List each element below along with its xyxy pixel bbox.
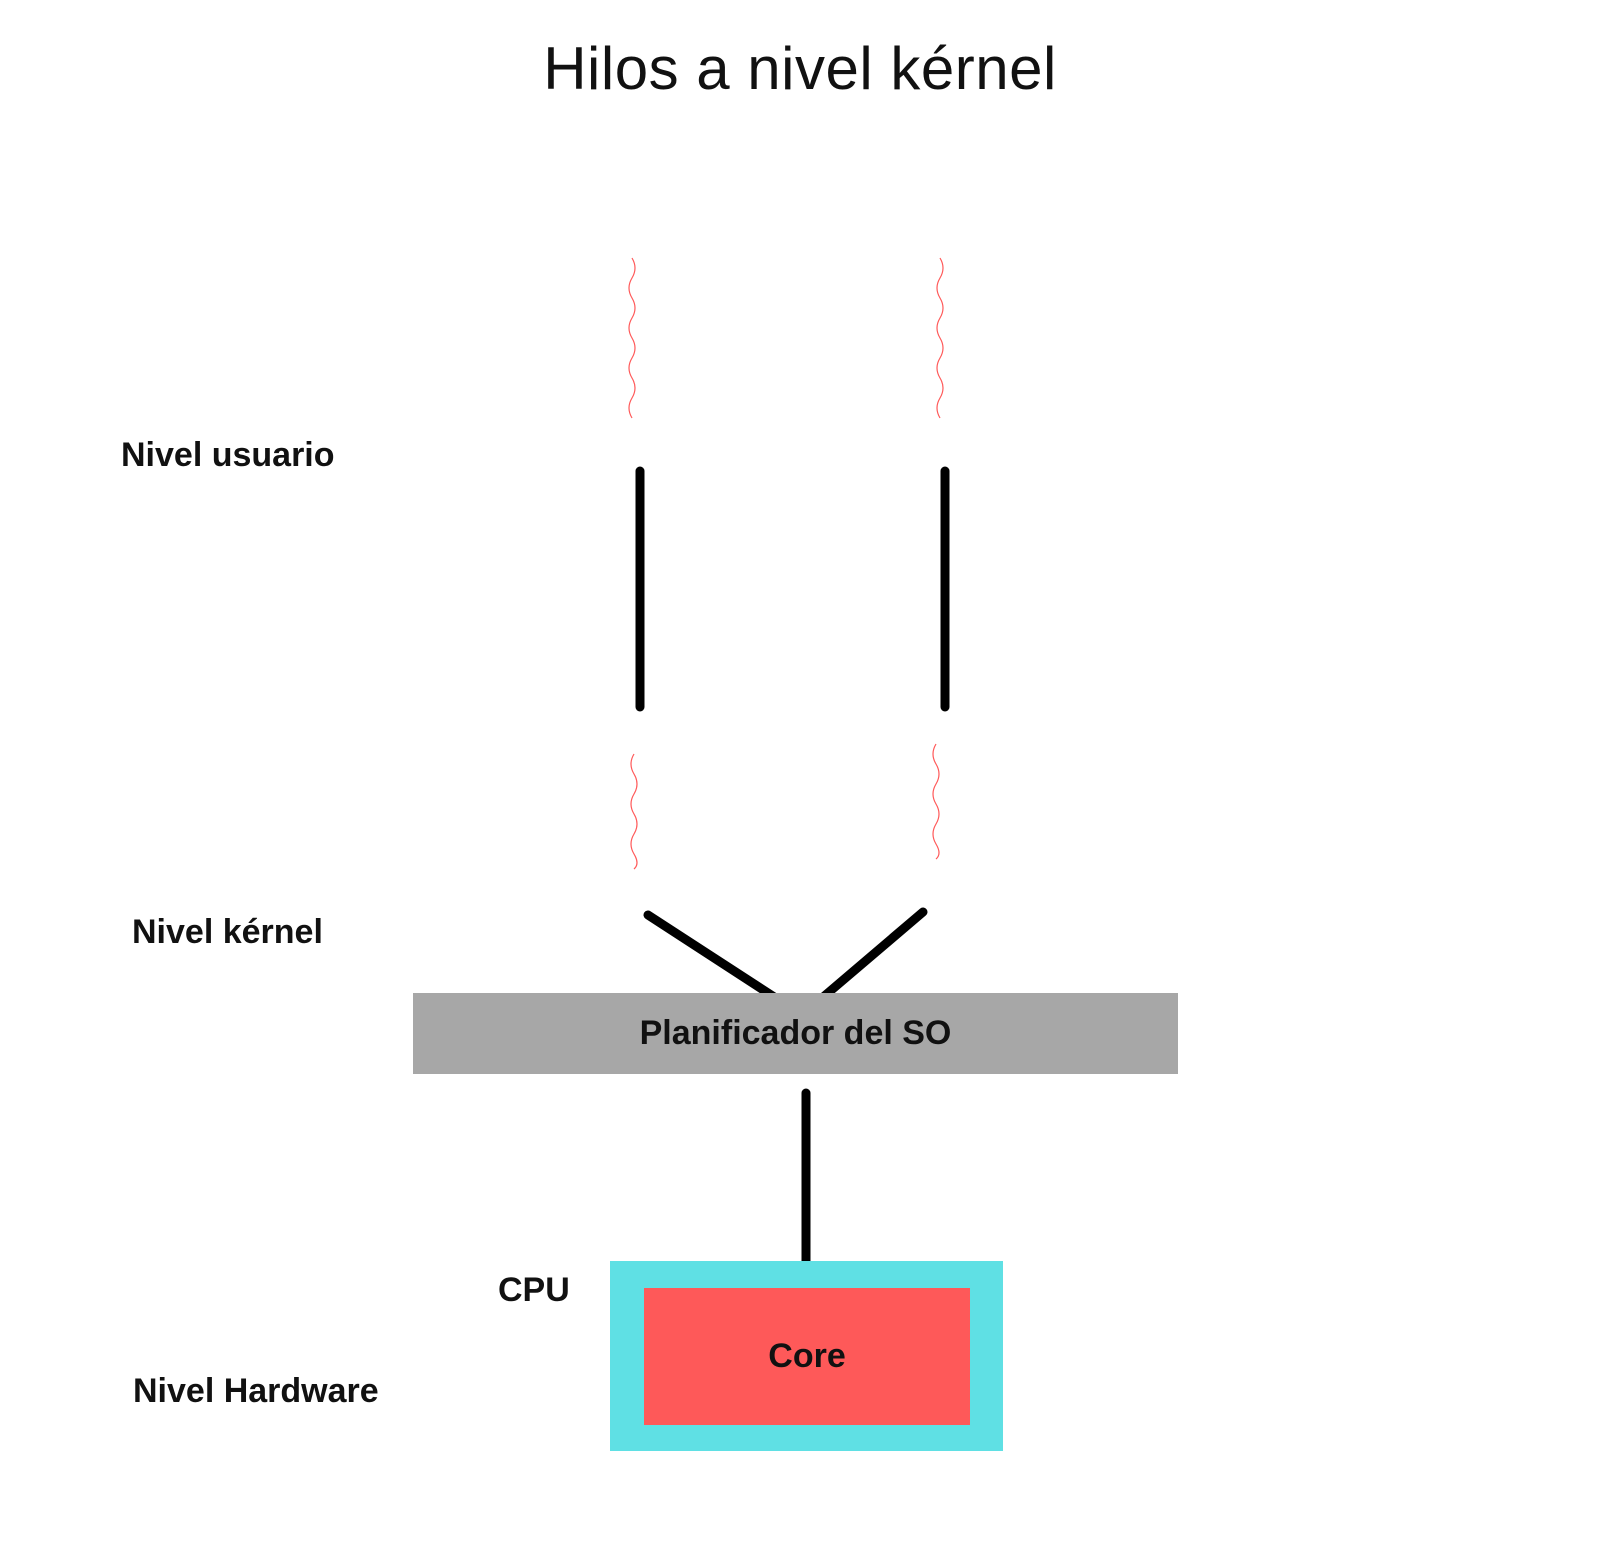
thread-2-wave-top: [936, 257, 944, 419]
scheduler-label: Planificador del SO: [639, 1014, 952, 1052]
user-level-label: Nivel usuario: [121, 436, 335, 474]
hardware-level-label: Nivel Hardware: [133, 1372, 379, 1410]
cpu-box: Core: [610, 1261, 1003, 1451]
thread-2-wave-bottom: [932, 743, 940, 860]
thread-1-to-scheduler-line: [643, 910, 790, 1009]
thread-1-wave-bottom: [630, 753, 638, 870]
diagram-title: Hilos a nivel kérnel: [543, 35, 1057, 102]
thread-2-to-scheduler-line: [810, 907, 928, 1009]
kernel-level-label: Nivel kérnel: [132, 913, 323, 951]
thread-1-wave-top: [628, 257, 636, 419]
os-scheduler: Planificador del SO: [413, 993, 1178, 1074]
cpu-label: CPU: [498, 1271, 570, 1309]
core-label: Core: [768, 1337, 846, 1375]
core-box: Core: [644, 1288, 970, 1425]
